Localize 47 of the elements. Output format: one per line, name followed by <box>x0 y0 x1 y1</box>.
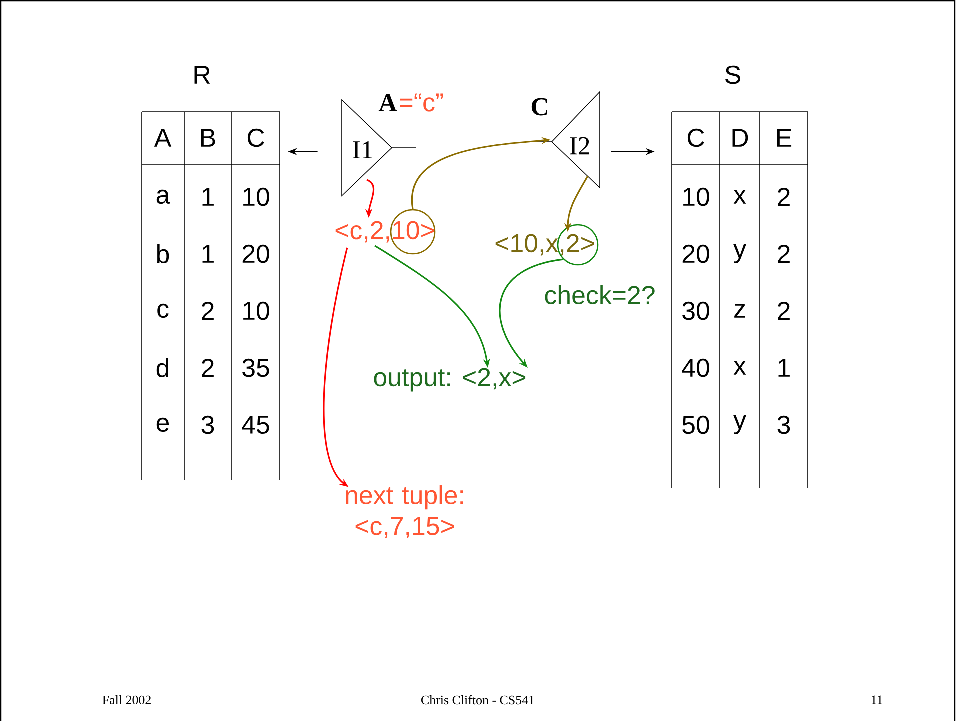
table-cell: y <box>734 244 746 264</box>
table-cell: 2 <box>778 302 790 320</box>
table-cell: D <box>732 129 748 147</box>
table-cell: 1 <box>202 245 214 263</box>
table-cell: d <box>156 358 169 378</box>
tuple-text: output: <2,x> <box>374 368 526 392</box>
table-cell: 2 <box>202 358 214 378</box>
table-title: R <box>194 66 210 84</box>
table-cell: 10 <box>684 188 710 206</box>
table-cell: 50 <box>682 416 710 434</box>
table-cell: 10 <box>244 188 270 206</box>
table-cell: 40 <box>682 358 710 378</box>
table-cell: 2 <box>778 188 790 206</box>
table-cell: 45 <box>242 416 270 434</box>
table-cell: 20 <box>242 244 270 264</box>
footer-text: 11 <box>872 696 882 704</box>
table-cell: C <box>248 128 264 148</box>
table-cell: C <box>688 128 704 148</box>
table-cell: 3 <box>778 416 790 434</box>
condition-label: =“c” <box>400 94 444 112</box>
table-cell: e <box>156 418 170 432</box>
condition-label: A <box>378 94 398 112</box>
table-title: S <box>726 66 740 84</box>
condition-label: C <box>532 98 548 116</box>
table-cell: x <box>734 190 746 204</box>
table-cell: a <box>156 190 170 204</box>
tuple-text: next tuple: <c,7,15> <box>346 486 464 538</box>
table-cell: E <box>778 129 792 147</box>
table-cell: 2 <box>202 302 214 320</box>
table-cell: 1 <box>778 359 790 377</box>
table-cell: B <box>202 129 216 147</box>
table-cell: 10 <box>244 302 270 320</box>
table-cell: 20 <box>682 244 710 264</box>
table-cell: c <box>158 304 169 318</box>
table-cell: b <box>157 244 170 264</box>
table-cell: 35 <box>242 358 270 378</box>
footer-text: Chris Clifton - CS541 <box>422 695 534 705</box>
table-cell: 3 <box>202 416 214 434</box>
table-cell: z <box>734 304 746 318</box>
table-cell: 1 <box>202 188 214 206</box>
footer-text: Fall 2002 <box>102 695 151 705</box>
table-cell: 30 <box>682 302 710 320</box>
table-cell: y <box>734 415 746 435</box>
table-cell: x <box>734 361 746 375</box>
table-cell: A <box>154 129 172 147</box>
table-cell: 2 <box>778 244 790 264</box>
note-text: check=2? <box>545 286 655 304</box>
